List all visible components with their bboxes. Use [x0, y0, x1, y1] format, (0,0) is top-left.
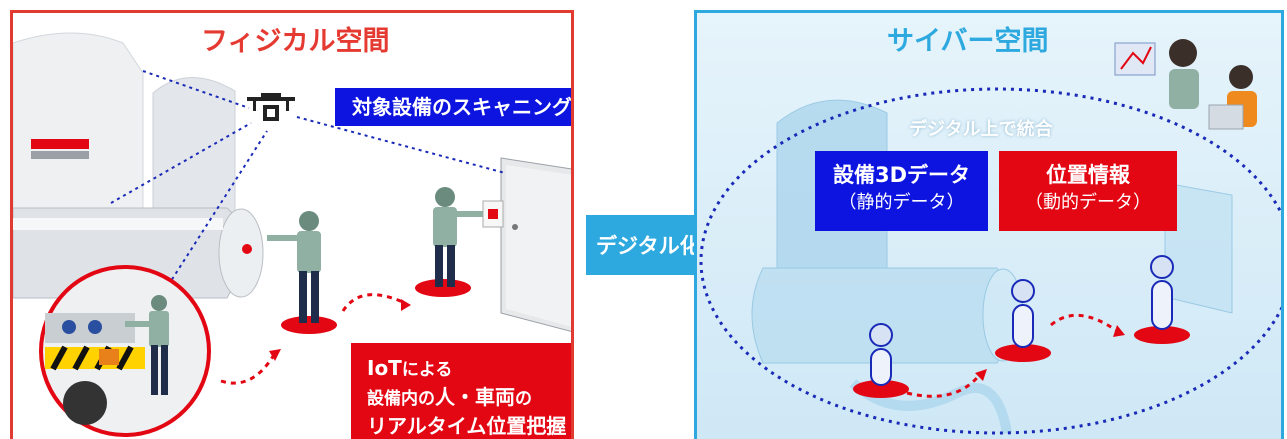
operators-illustration: [1114, 39, 1257, 130]
physical-scene-illustration: [13, 32, 571, 437]
scanning-label: 対象設備のスキャニング: [335, 88, 571, 126]
position-marker-1: [853, 323, 909, 398]
door-illustration: [482, 157, 571, 332]
position-marker-3: [1134, 255, 1190, 344]
storage-tank-illustration: [13, 32, 236, 234]
worker-pointing-illustration: [267, 211, 337, 334]
dynamic-data-title: 位置情報: [1046, 163, 1130, 187]
worker-door-illustration: [415, 187, 483, 297]
iot-line-1: IoTによる: [367, 355, 571, 384]
dynamic-data-subtitle: （動的データ）: [1025, 192, 1151, 213]
iot-line-2-prefix: 設備内の: [367, 389, 435, 409]
cyber-space-panel: サイバー空間 デジタル上で統合 設備3Dデータ （静的データ） 位置情報 （動的…: [694, 10, 1284, 439]
cyber-space-title: サイバー空間: [887, 26, 1049, 57]
dynamic-data-box: 位置情報 （動的データ）: [999, 151, 1177, 231]
iot-line-2-suffix: の: [515, 389, 532, 409]
movement-arrows: [220, 293, 406, 385]
iot-line-2-emphasis: 人・車両: [435, 385, 515, 409]
position-marker-2: [995, 279, 1051, 362]
physical-space-panel: フィジカル空間 対象設備のスキャニング IoTによる 設備内の人・車両の リアル…: [10, 10, 574, 439]
integration-label: デジタル上で統合: [909, 119, 1053, 140]
horizontal-tank-illustration: [13, 207, 264, 299]
iot-line-2: 設備内の人・車両の: [367, 384, 571, 413]
digitalization-label: デジタル化: [596, 234, 701, 258]
magnified-vehicle-illustration: [39, 265, 211, 437]
cyber-scene-illustration: [699, 39, 1281, 435]
integration-boundary: [699, 87, 1281, 435]
static-data-box: 設備3Dデータ （静的データ）: [815, 151, 988, 231]
virtual-movement-arrows: [906, 313, 1118, 398]
static-data-subtitle: （静的データ）: [838, 192, 965, 213]
iot-position-label: IoTによる 設備内の人・車両の リアルタイム位置把握: [351, 343, 571, 439]
drone-icon: [247, 93, 295, 121]
physical-space-title: フィジカル空間: [201, 26, 390, 57]
iot-line-3: リアルタイム位置把握: [367, 414, 567, 438]
iot-suffix: による: [401, 360, 453, 380]
virtual-tank-illustration: [751, 99, 1233, 434]
iot-term: IoT: [367, 356, 402, 380]
static-data-title: 設備3Dデータ: [832, 163, 971, 187]
